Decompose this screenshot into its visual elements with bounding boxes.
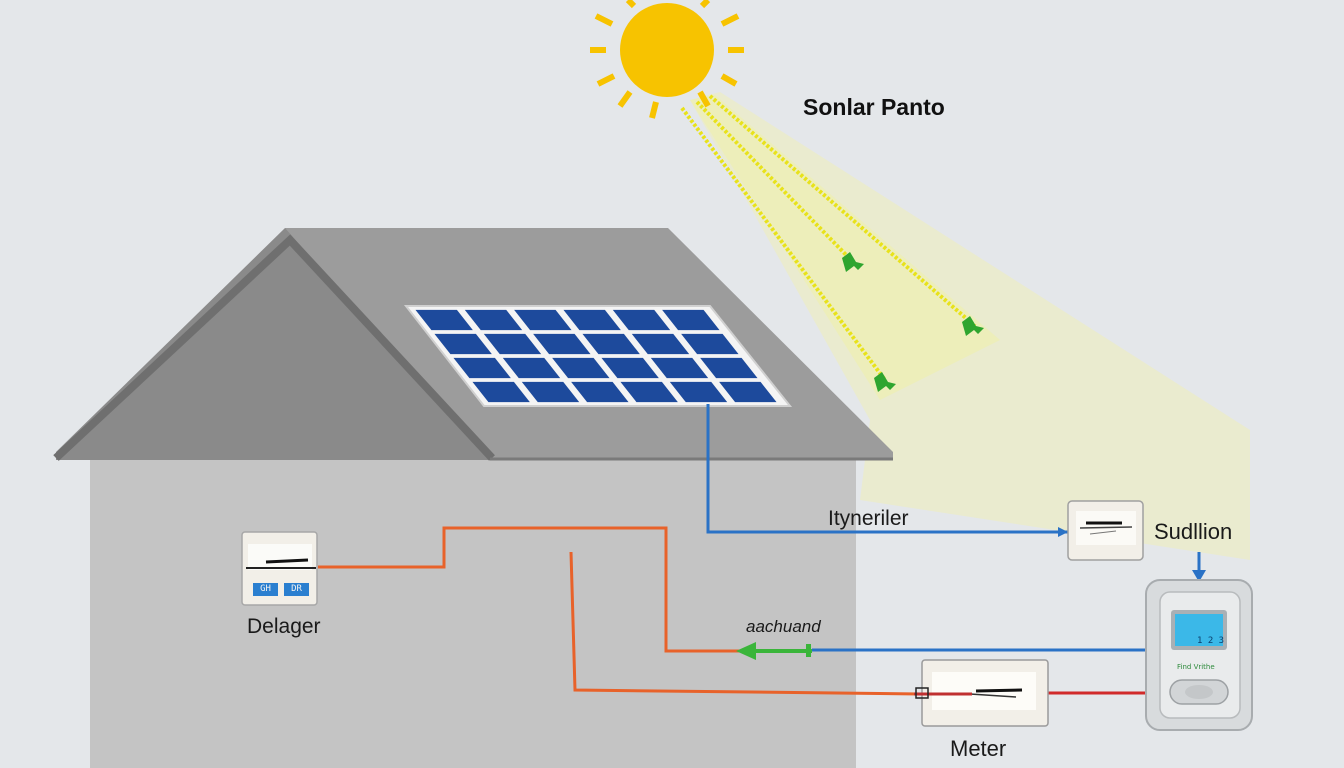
solar-cell xyxy=(552,357,610,379)
solar-cell xyxy=(472,381,530,403)
solar-cell xyxy=(521,381,580,403)
solar-cell xyxy=(415,309,473,331)
solar-cell xyxy=(669,381,728,403)
ac-cable-meter xyxy=(569,551,921,696)
meter-device xyxy=(914,659,1049,727)
solar-cell xyxy=(662,309,720,331)
house-wall xyxy=(90,455,856,768)
solar-cell xyxy=(434,333,492,355)
roof-ridge xyxy=(53,234,495,461)
solar-cell xyxy=(483,333,542,355)
solar-cell xyxy=(514,309,572,331)
solar-cell xyxy=(533,333,591,355)
solar-cell xyxy=(571,381,629,403)
roof-left xyxy=(56,228,490,460)
arrow-icon xyxy=(1192,570,1206,582)
meter-display-readout: 1 2 3 xyxy=(1197,636,1225,646)
solar-cell xyxy=(650,357,709,379)
solar-cell xyxy=(601,357,659,379)
solar-panel xyxy=(403,305,793,407)
backhaul-label: aachuand xyxy=(746,617,821,636)
solar-cell xyxy=(631,333,690,355)
solar-cell xyxy=(612,309,671,331)
solar-cell xyxy=(700,357,758,379)
smart-meter-device xyxy=(1145,579,1253,731)
light-beam-core xyxy=(690,95,1000,400)
solar-cell xyxy=(719,381,777,403)
solar-cell xyxy=(681,333,739,355)
datalogger-label: Delager xyxy=(247,615,321,638)
sun-icon xyxy=(590,0,744,119)
solar-cell xyxy=(563,309,621,331)
arrow-icon xyxy=(1058,527,1068,537)
ac-cable-datalogger xyxy=(318,526,740,653)
solar-cell xyxy=(464,309,523,331)
solar-cell xyxy=(502,357,561,379)
photon-icon xyxy=(842,252,984,392)
dc-cable xyxy=(706,404,1068,534)
inverter-device xyxy=(1067,500,1144,561)
datalogger-button-label: GH xyxy=(253,583,278,596)
inverter-label: Ityneriler xyxy=(828,507,909,530)
solar-cell xyxy=(453,357,511,379)
arrow-icon xyxy=(736,642,756,660)
solar-cell xyxy=(620,381,678,403)
meter-label: Meter xyxy=(950,736,1007,761)
datalogger-button-label: DR xyxy=(284,583,309,596)
diagram-title: Sonlar Panto xyxy=(803,94,945,120)
meter-brand-label: Find Vrithe xyxy=(1177,663,1215,671)
light-rays xyxy=(680,94,977,382)
solar-cell xyxy=(582,333,640,355)
supply-label: Sudllion xyxy=(1154,519,1233,544)
